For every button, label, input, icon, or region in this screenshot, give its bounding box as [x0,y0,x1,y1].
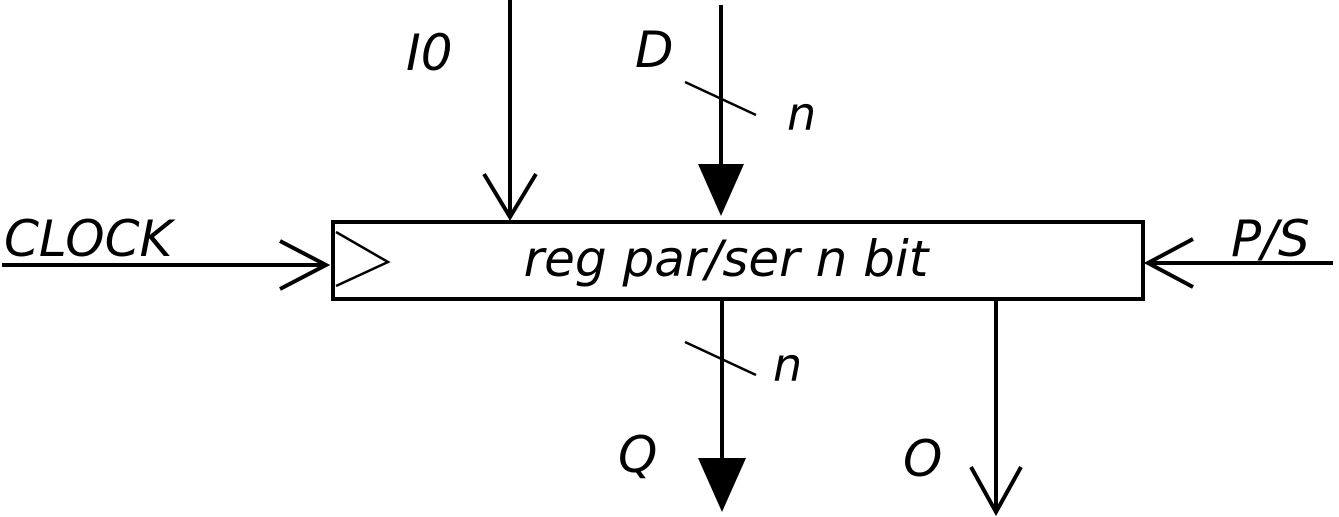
d-bus-input-arrow [698,5,744,216]
q-bus-width-slash [684,340,757,377]
q-label: Q [618,426,657,484]
o-output-arrow [969,300,1023,517]
clock-edge-triangle [335,230,391,288]
i0-label: I0 [406,24,453,82]
o-label: O [903,430,942,488]
i0-input-arrow [482,0,538,221]
q-bus-width-label: n [773,338,802,392]
clock-input-arrow [2,239,331,291]
q-bus-output-arrow [698,300,746,512]
d-bus-width-label: n [787,87,816,141]
register-block [331,220,1145,301]
ps-label: P/S [1231,210,1310,268]
d-bus-width-slash [684,80,757,117]
clock-label: CLOCK [4,210,176,268]
register-label: reg par/ser n bit [524,230,931,288]
d-label: D [635,21,674,79]
ps-input-arrow [1143,237,1333,289]
